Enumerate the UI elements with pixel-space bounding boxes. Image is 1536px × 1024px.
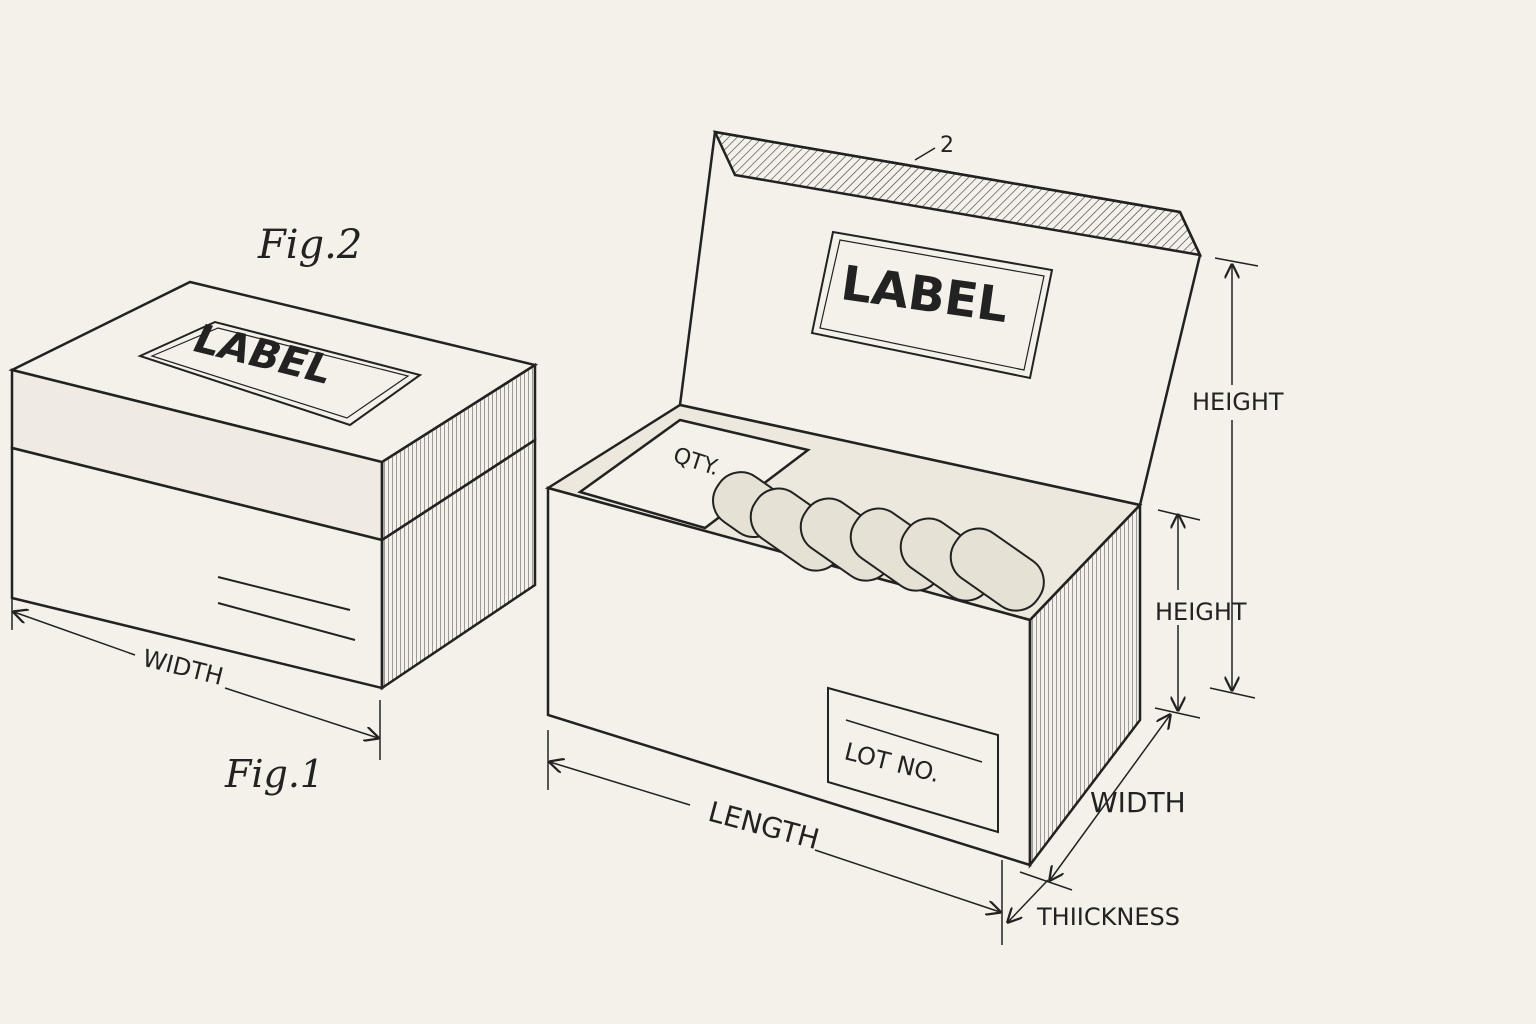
fig1-width-label: WIDTH xyxy=(140,644,226,691)
length-label: LENGTH xyxy=(705,795,823,856)
fig1-caption: Fig.1 xyxy=(224,752,324,796)
fig1-width-dimension xyxy=(12,580,380,760)
height-inner-label: HEIGHT xyxy=(1155,598,1247,626)
width-label: WIDTH xyxy=(1090,786,1186,819)
open-box-dimensions xyxy=(548,257,1259,945)
closed-box xyxy=(8,280,539,691)
open-box xyxy=(544,130,1203,869)
thickness-label: THIICKNESS xyxy=(1036,903,1180,931)
reference-number: 2 xyxy=(940,133,954,158)
fig2-caption: Fig.2 xyxy=(257,222,362,268)
height-outer-label: HEIGHT xyxy=(1192,388,1284,416)
rolls xyxy=(712,471,1045,612)
